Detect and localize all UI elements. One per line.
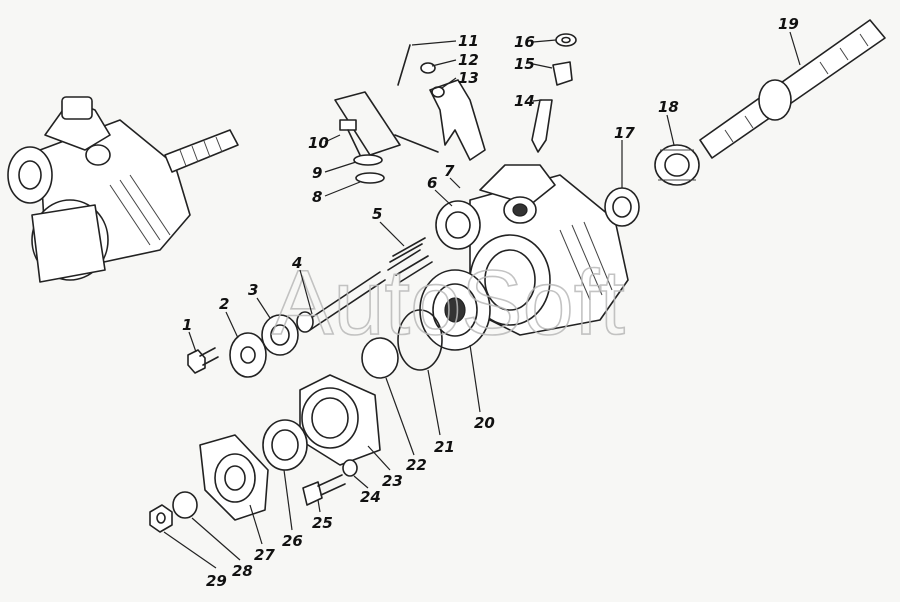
callout-28: 28: [232, 562, 253, 580]
callout-labels: 1 2 3 4 5 6 7 8 9 10 11 12 13 14 15 16 1…: [182, 15, 799, 590]
callout-17: 17: [614, 124, 635, 142]
callout-4: 4: [291, 254, 302, 272]
oil-seal-drawing: [262, 419, 308, 471]
thrust-washer-drawing: [361, 337, 399, 379]
spring-drawing: [387, 237, 433, 283]
callout-18: 18: [658, 98, 679, 116]
plate-drawing: [229, 332, 267, 378]
callout-26: 26: [282, 532, 303, 550]
callout-8: 8: [312, 188, 322, 206]
callout-21: 21: [434, 438, 455, 456]
nut-drawing: [149, 504, 173, 533]
callout-1: 1: [182, 316, 192, 334]
callout-15: 15: [514, 55, 535, 73]
leader-lines: [163, 31, 801, 569]
hex-bolt-drawing: [302, 474, 346, 506]
assembled-unit-drawing: [7, 96, 239, 283]
callout-16: 16: [514, 33, 535, 51]
main-housing-drawing: [435, 164, 629, 336]
callout-29: 29: [206, 572, 227, 590]
callout-10: 10: [308, 134, 329, 152]
callout-12: 12: [458, 51, 479, 69]
callout-2: 2: [219, 295, 229, 313]
callout-9: 9: [312, 164, 322, 182]
gear-ring-drawing: [654, 144, 700, 186]
callout-22: 22: [406, 456, 427, 474]
bearing-drawing: [419, 269, 491, 351]
callout-5: 5: [372, 205, 382, 223]
gasket-drawing: [261, 314, 299, 356]
lock-washer-drawing: [342, 459, 358, 477]
callout-20: 20: [474, 414, 495, 432]
long-bolt-drawing: [296, 271, 386, 333]
flat-washer-drawing: [172, 491, 198, 519]
callout-19: 19: [778, 15, 799, 33]
callout-11: 11: [458, 32, 479, 50]
callout-13: 13: [458, 69, 479, 87]
bearing-cover-drawing: [299, 374, 381, 466]
callout-23: 23: [382, 472, 403, 490]
callout-7: 7: [444, 162, 455, 180]
watermark-text: AutoSoft: [272, 252, 625, 354]
shaft-drawing: [699, 19, 886, 159]
snap-ring-drawing: [397, 309, 443, 371]
callout-14: 14: [514, 92, 535, 110]
bolt-washer-group-drawing: [334, 91, 439, 184]
coupling-drawing: [604, 187, 640, 227]
small-bolt-drawing: [187, 347, 219, 374]
callout-25: 25: [312, 514, 333, 532]
flange-drawing: [199, 434, 269, 521]
callout-6: 6: [427, 174, 437, 192]
callout-27: 27: [254, 546, 275, 564]
shift-fork-drawing: [397, 44, 486, 161]
callout-24: 24: [360, 488, 381, 506]
callout-3: 3: [248, 281, 258, 299]
sensor-parts-drawing: [531, 33, 577, 153]
